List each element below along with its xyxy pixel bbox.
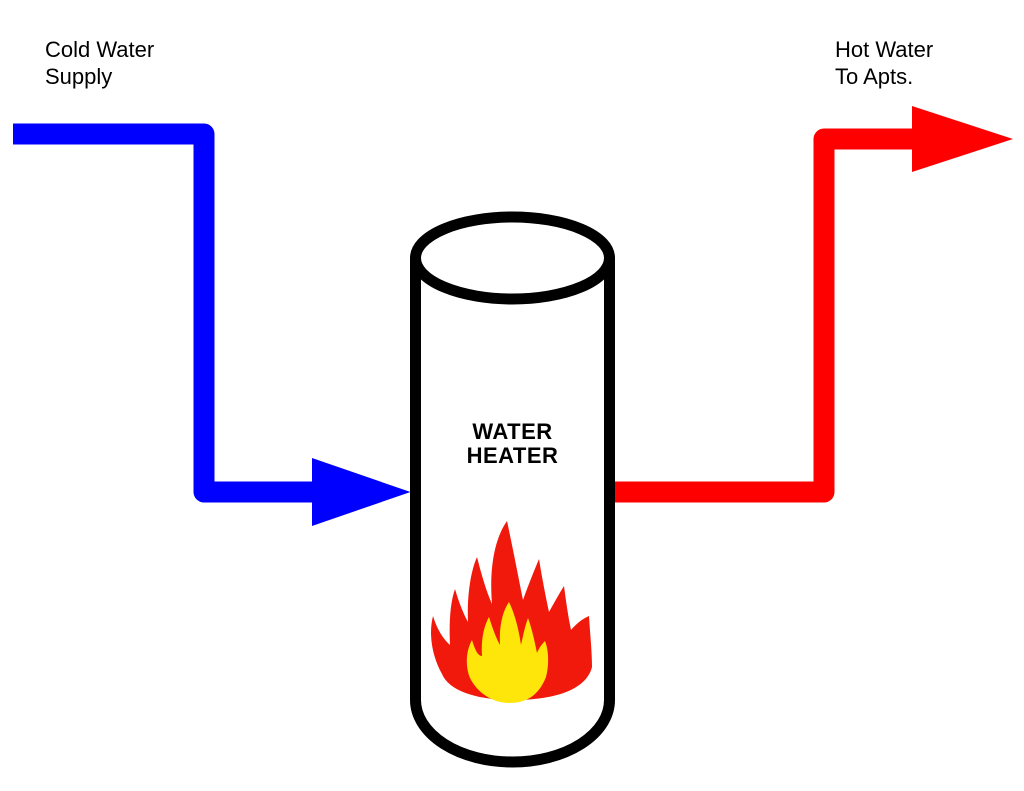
flame-inner-yellow	[466, 602, 549, 703]
cold-water-supply-label: Cold Water Supply	[45, 37, 155, 89]
flame-icon	[431, 521, 592, 703]
hot-water-arrowhead-icon	[912, 106, 1013, 172]
water-heater-label: WATER HEATER	[466, 419, 559, 468]
cold-water-arrowhead-icon	[312, 458, 411, 526]
tank-top-ellipse	[410, 211, 615, 305]
cold-water-pipe-line	[13, 123, 318, 503]
hot-water-pipe-line	[610, 128, 916, 503]
hot-water-pipe	[610, 106, 1013, 503]
hot-water-to-apts-label: Hot Water To Apts.	[835, 37, 934, 89]
cold-water-pipe	[13, 123, 411, 526]
